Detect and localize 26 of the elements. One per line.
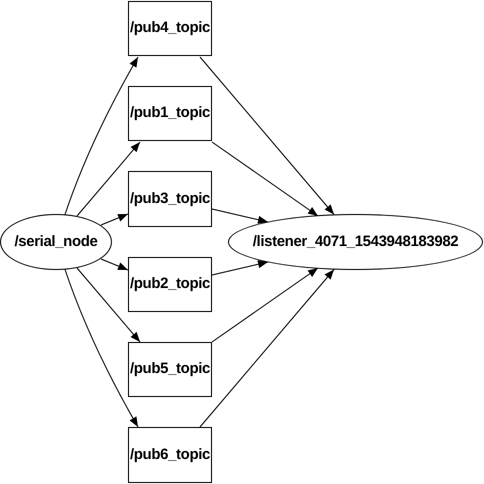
topic-box — [128, 86, 212, 141]
arrow — [64, 56, 138, 215]
node-label: /pub1_topic — [130, 103, 210, 124]
arrow — [64, 269, 138, 428]
arrow — [212, 268, 318, 342]
node-label: /listener_4071_1543948183982 — [252, 232, 458, 252]
node-label: /pub2_topic — [130, 274, 210, 294]
node-label: /pub4_topic — [130, 18, 210, 38]
node-label: /pub5_topic — [130, 359, 210, 380]
arrow — [76, 268, 140, 342]
topic-box — [128, 427, 212, 483]
arrow — [212, 260, 268, 276]
topic-box — [128, 342, 212, 397]
topic-box — [128, 171, 212, 227]
arrow — [76, 142, 140, 216]
node-label: /pub6_topic — [130, 444, 210, 465]
topic-box — [128, 1, 212, 56]
arrow — [212, 208, 268, 224]
topic-box — [128, 257, 212, 312]
arrow — [100, 258, 128, 270]
node-label: /pub3_topic — [130, 188, 210, 209]
arrow — [200, 56, 334, 215]
arrow — [100, 214, 128, 226]
node-label: /serial_node — [14, 232, 98, 252]
arrow — [200, 269, 334, 428]
arrow — [212, 142, 318, 216]
